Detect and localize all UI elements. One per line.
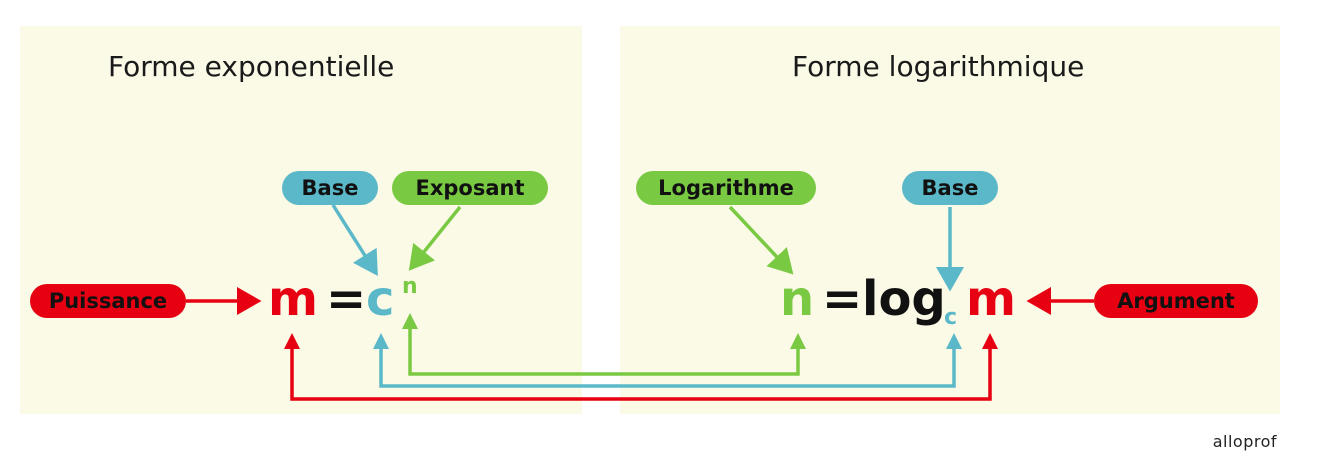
connector-c — [379, 345, 956, 388]
exponential-panel — [20, 26, 582, 414]
equals-sign-right: = — [822, 271, 863, 327]
arrow-exponent-to-n — [408, 205, 462, 271]
base-c-symbol: c — [366, 271, 395, 327]
power-label: Puissance — [30, 284, 186, 318]
logarithm-n-symbol: n — [780, 271, 815, 327]
exponential-form-title: Forme exponentielle — [108, 50, 395, 83]
connector-c-head-left — [373, 333, 389, 349]
connector-m-head-left — [284, 333, 300, 349]
connector-n-head-left — [402, 313, 418, 329]
log-word: log — [862, 271, 946, 327]
connector-m — [290, 345, 992, 401]
connector-n — [408, 325, 800, 376]
arrow-logarithm-to-n — [728, 205, 794, 275]
equals-sign-left: = — [326, 271, 367, 327]
alloprof-logo: alloprof — [1212, 432, 1277, 451]
logarithm-label: Logarithme — [636, 171, 816, 205]
connector-m-head-right — [982, 333, 998, 349]
connector-n-head-right — [790, 333, 806, 349]
argument-m-symbol: m — [966, 271, 1017, 327]
logarithmic-form-title: Forme logarithmique — [792, 50, 1085, 83]
exponent-n-symbol: n — [402, 274, 418, 299]
base-label-right: Base — [902, 171, 998, 205]
log-base-c-symbol: c — [944, 305, 958, 330]
power-m-symbol: m — [268, 271, 319, 327]
arrow-base-to-c — [331, 204, 378, 276]
exponent-label: Exposant — [392, 171, 548, 205]
connector-c-head-right — [946, 333, 962, 349]
argument-label: Argument — [1094, 284, 1258, 318]
base-label-left: Base — [282, 171, 378, 205]
